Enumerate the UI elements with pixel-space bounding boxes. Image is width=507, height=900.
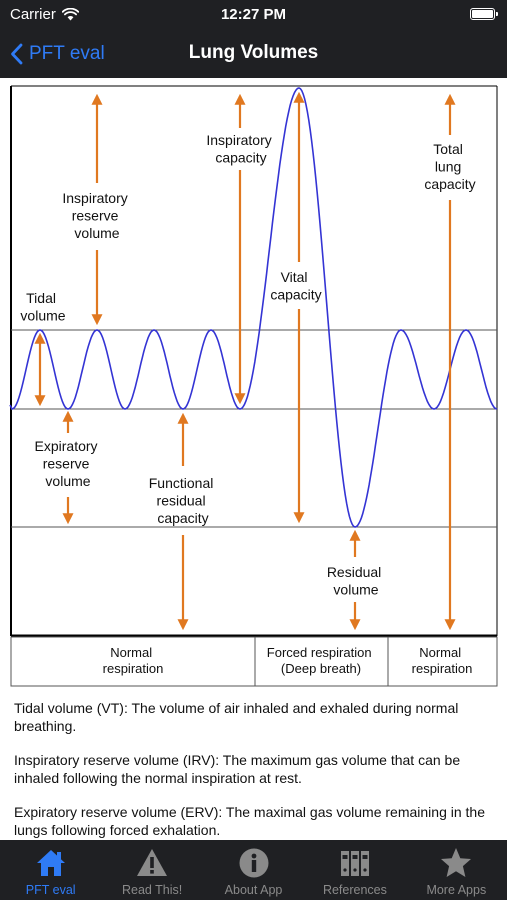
tab-more-apps-label: More Apps xyxy=(426,883,487,897)
back-button-label: PFT eval xyxy=(29,43,105,64)
carrier-indicator: Carrier xyxy=(10,6,79,23)
warning-icon xyxy=(137,849,168,876)
tab-about-app[interactable]: About App xyxy=(203,840,304,900)
page-title: Lung Volumes xyxy=(188,42,319,63)
inspiratory-reserve-volume-label: Inspiratory reserve volume xyxy=(62,190,131,241)
chevron-left-icon xyxy=(11,43,23,65)
back-button[interactable]: PFT eval xyxy=(10,39,105,69)
tab-references[interactable]: References xyxy=(304,840,405,900)
navigation-bar: PFT eval Lung Volumes xyxy=(0,30,507,78)
phase-normal-label-left: Normal respiration xyxy=(103,645,164,676)
tab-bar: PFT eval Read This! About App Refer xyxy=(0,840,507,900)
definition-inspiratory-reserve-volume: Inspiratory reserve volume (IRV): The ma… xyxy=(14,752,461,786)
tab-about-app-label: About App xyxy=(224,883,283,897)
total-lung-capacity-label: Total lung capacity xyxy=(424,141,475,192)
phase-normal-label-right: Normal respiration xyxy=(412,645,473,676)
expiratory-reserve-volume-label: Expiratory reserve volume xyxy=(35,438,102,489)
carrier-label: Carrier xyxy=(10,6,56,23)
functional-residual-capacity-label: Functional residual capacity xyxy=(149,475,217,526)
battery-icon xyxy=(470,8,498,20)
inspiratory-capacity-label: Inspiratory capacity xyxy=(206,132,275,166)
binders-icon xyxy=(340,851,369,876)
tab-references-label: References xyxy=(322,883,387,897)
tab-pft-eval[interactable]: PFT eval xyxy=(0,840,101,900)
tidal-volume-label: Tidal volume xyxy=(20,290,65,324)
lung-volumes-diagram: Tidal volume Inspiratory reserve volume … xyxy=(0,78,507,690)
info-icon xyxy=(239,848,269,878)
status-time: 12:27 PM xyxy=(220,6,287,23)
vital-capacity-label: Vital capacity xyxy=(270,269,321,303)
tab-more-apps[interactable]: More Apps xyxy=(406,840,507,900)
status-bar: Carrier 12:27 PM xyxy=(0,0,507,30)
tab-pft-eval-label: PFT eval xyxy=(25,883,76,897)
breathing-waveform xyxy=(9,87,498,528)
phase-forced-label: Forced respiration (Deep breath) xyxy=(267,645,375,676)
definition-tidal-volume: Tidal volume (VT): The volume of air inh… xyxy=(14,700,459,734)
residual-volume-label: Residual volume xyxy=(327,564,385,598)
phase-normal-box-right xyxy=(387,636,498,687)
definitions-text: Tidal volume (VT): The volume of air inh… xyxy=(0,690,507,840)
definition-expiratory-reserve-volume: Expiratory reserve volume (ERV): The max… xyxy=(14,804,486,838)
wifi-icon xyxy=(61,8,79,21)
home-icon xyxy=(36,850,65,876)
lung-volumes-figure: Tidal volume Inspiratory reserve volume … xyxy=(9,85,498,687)
tab-read-this[interactable]: Read This! xyxy=(101,840,202,900)
star-icon xyxy=(441,848,472,877)
tab-read-this-label: Read This! xyxy=(122,883,183,897)
